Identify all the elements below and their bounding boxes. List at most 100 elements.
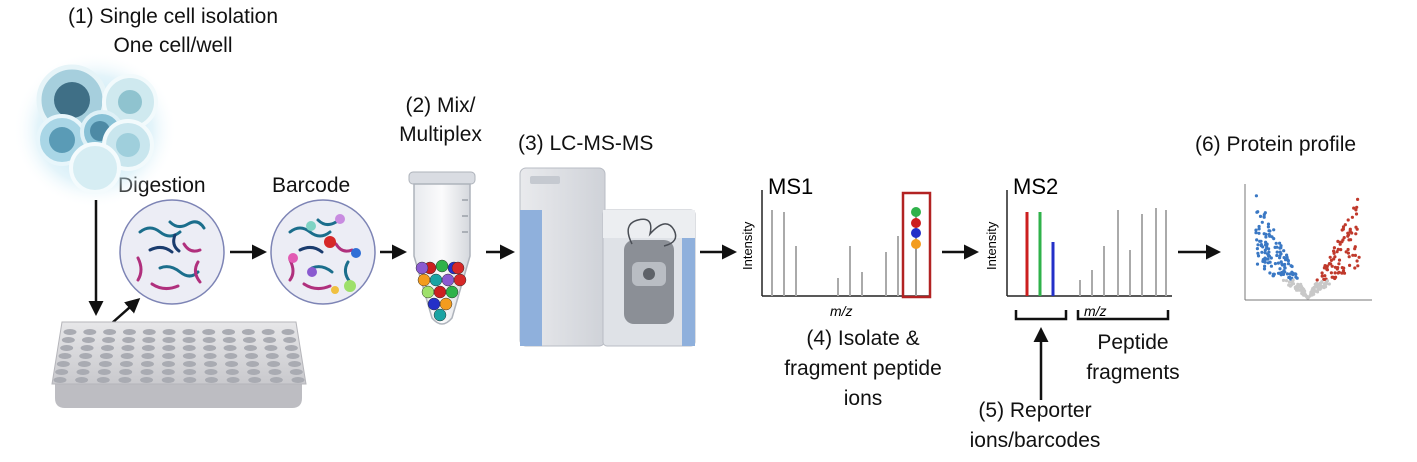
volcano-point bbox=[1354, 212, 1359, 216]
plate-well bbox=[222, 329, 236, 335]
volcano-point bbox=[1264, 232, 1268, 236]
volcano-point bbox=[1282, 249, 1286, 253]
tube-bead bbox=[445, 285, 459, 299]
volcano-point bbox=[1264, 240, 1268, 244]
plate-well bbox=[102, 337, 116, 343]
plate-well bbox=[162, 353, 176, 359]
volcano-point bbox=[1260, 250, 1264, 254]
plate-well bbox=[161, 361, 175, 367]
volcano-point bbox=[1333, 265, 1337, 269]
volcano-point bbox=[1278, 241, 1282, 245]
well-plate-icon bbox=[51, 321, 307, 408]
volcano-point bbox=[1278, 267, 1282, 271]
plate-well bbox=[55, 369, 69, 375]
plate-well bbox=[263, 337, 277, 343]
plate-well bbox=[120, 353, 134, 359]
tube-bead bbox=[427, 297, 441, 311]
volcano-point bbox=[1262, 267, 1267, 271]
volcano-point bbox=[1256, 251, 1260, 255]
volcano-point bbox=[1327, 262, 1331, 266]
volcano-point bbox=[1254, 231, 1258, 235]
plate-well bbox=[241, 329, 255, 335]
volcano-point bbox=[1337, 258, 1342, 262]
plate-well bbox=[99, 353, 113, 359]
step2-subtitle: Multiplex bbox=[399, 123, 482, 146]
volcano-point bbox=[1346, 247, 1350, 252]
volcano-point bbox=[1320, 284, 1324, 288]
volcano-point bbox=[1283, 270, 1287, 274]
plate-well bbox=[101, 345, 115, 351]
plate-well bbox=[76, 369, 90, 375]
volcano-point bbox=[1324, 285, 1328, 289]
tube-bead bbox=[417, 273, 431, 287]
volcano-point bbox=[1338, 240, 1342, 244]
volcano-point bbox=[1295, 285, 1299, 289]
volcano-point bbox=[1354, 208, 1358, 212]
volcano-point bbox=[1288, 272, 1292, 276]
plate-well bbox=[97, 369, 111, 375]
volcano-point bbox=[1314, 283, 1318, 287]
step2-title: (2) Mix/ bbox=[405, 94, 476, 117]
volcano-point bbox=[1348, 263, 1352, 267]
volcano-point bbox=[1352, 206, 1356, 210]
volcano-point bbox=[1255, 247, 1259, 251]
plate-well bbox=[140, 361, 154, 367]
volcano-point bbox=[1344, 250, 1348, 254]
volcano-point bbox=[1335, 250, 1339, 254]
plate-well bbox=[119, 369, 133, 375]
volcano-point bbox=[1278, 246, 1282, 250]
volcano-point bbox=[1330, 264, 1334, 268]
volcano-point bbox=[1256, 243, 1260, 247]
volcano-point bbox=[1269, 264, 1273, 268]
volcano-point bbox=[1320, 280, 1324, 284]
volcano-point bbox=[1266, 261, 1270, 265]
volcano-point bbox=[1268, 271, 1272, 275]
volcano-point bbox=[1296, 283, 1300, 287]
volcano-point bbox=[1340, 266, 1344, 270]
volcano-point bbox=[1295, 276, 1299, 280]
volcano-point bbox=[1332, 249, 1336, 253]
volcano-point bbox=[1281, 278, 1286, 282]
volcano-point bbox=[1353, 247, 1357, 251]
volcano-point bbox=[1254, 228, 1258, 232]
plate-well bbox=[246, 361, 260, 367]
volcano-point bbox=[1276, 261, 1280, 265]
volcano-point bbox=[1299, 282, 1303, 286]
ms2-x-label: m/z bbox=[1084, 303, 1107, 319]
plate-well bbox=[119, 361, 133, 367]
volcano-point bbox=[1341, 269, 1346, 273]
volcano-point bbox=[1347, 255, 1351, 259]
volcano-point bbox=[1327, 282, 1331, 286]
volcano-point bbox=[1287, 275, 1291, 280]
volcano-plot-icon bbox=[1244, 184, 1372, 301]
plate-well bbox=[141, 353, 155, 359]
volcano-point bbox=[1284, 279, 1289, 283]
volcano-point bbox=[1354, 225, 1358, 229]
plate-well bbox=[56, 361, 70, 367]
volcano-point bbox=[1330, 275, 1334, 279]
volcano-point bbox=[1339, 248, 1343, 252]
volcano-point bbox=[1258, 239, 1262, 243]
plate-well bbox=[75, 377, 89, 383]
plate-well bbox=[60, 345, 74, 351]
volcano-point bbox=[1263, 243, 1268, 247]
plate-well bbox=[118, 377, 132, 383]
volcano-point bbox=[1315, 278, 1319, 282]
volcano-point bbox=[1257, 231, 1261, 235]
plate-well bbox=[77, 361, 91, 367]
volcano-point bbox=[1334, 275, 1338, 279]
plate-well bbox=[161, 369, 175, 375]
plate-well bbox=[265, 353, 279, 359]
ms2-y-label: Intensity bbox=[984, 221, 999, 270]
plate-well bbox=[281, 329, 295, 335]
plate-well bbox=[182, 337, 196, 343]
plate-well bbox=[58, 353, 72, 359]
plate-well bbox=[140, 377, 154, 383]
volcano-point bbox=[1337, 270, 1341, 274]
volcano-point bbox=[1341, 227, 1345, 231]
tube-bead bbox=[435, 259, 449, 273]
plate-well bbox=[283, 337, 297, 343]
plate-well bbox=[61, 337, 75, 343]
volcano-point bbox=[1320, 274, 1324, 278]
